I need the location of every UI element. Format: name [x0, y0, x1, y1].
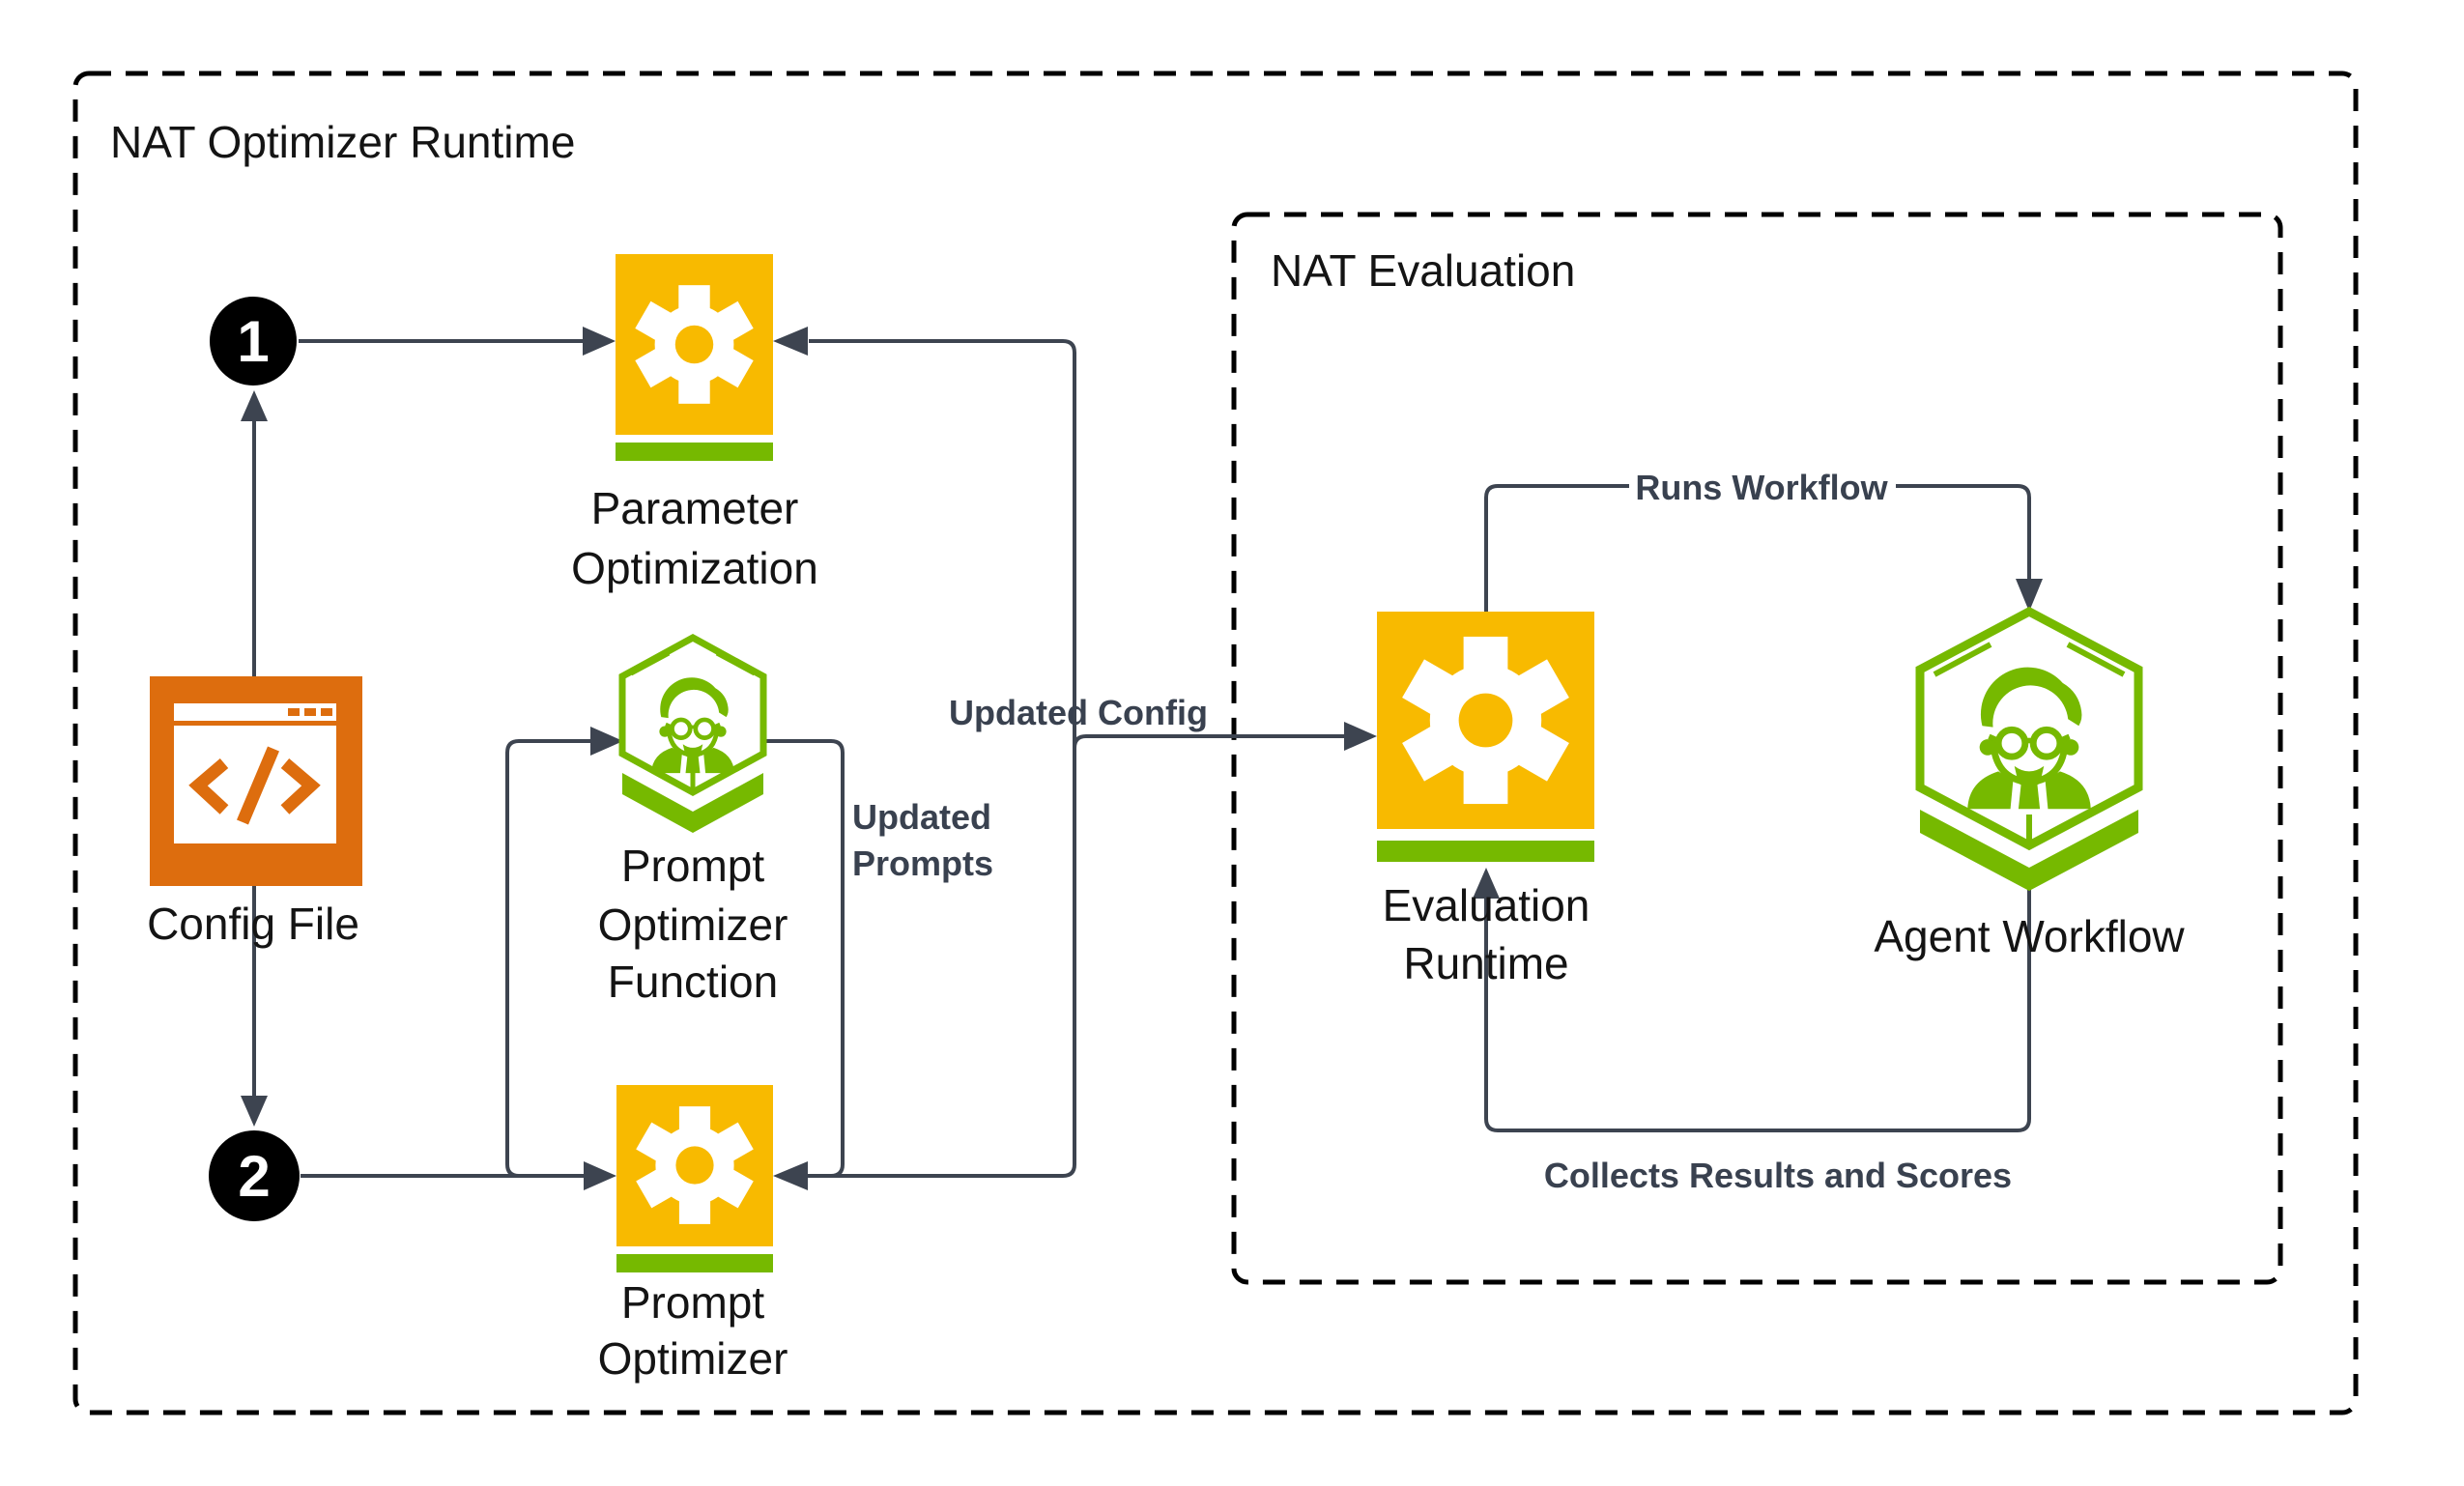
edge-loop-to-optimizer-function [505, 739, 590, 1178]
agent-workflow-node: Agent Workflow [1874, 606, 2185, 961]
gear-icon [616, 1085, 773, 1272]
arrowhead-icon [1344, 722, 1377, 751]
arrowhead-icon [584, 1161, 616, 1190]
arrowhead-icon [773, 1161, 808, 1190]
collects-results-label: Collects Results and Scores [1544, 1156, 2012, 1195]
outer-box-title: NAT Optimizer Runtime [110, 117, 575, 167]
gear-icon [616, 254, 773, 461]
edges [241, 327, 2043, 1190]
edge-updated-config [1073, 734, 1344, 749]
arrowhead-icon [1473, 868, 1500, 899]
step-2-number: 2 [238, 1144, 270, 1209]
evaluation-runtime-label-2: Runtime [1403, 938, 1568, 988]
parameter-optimization-node: Parameter Optimization [571, 254, 818, 593]
prompt-optimizer-function-label-1: Prompt [621, 841, 764, 891]
updated-prompts-label-1: Updated [852, 797, 991, 837]
step-2-badge: 2 [209, 1130, 300, 1221]
updated-config-label: Updated Config [949, 693, 1208, 732]
config-file-label: Config File [147, 899, 359, 949]
parameter-optimization-label-2: Optimization [571, 543, 818, 593]
gear-icon [1377, 612, 1594, 862]
parameter-optimization-label-1: Parameter [591, 483, 799, 533]
runs-workflow-label: Runs Workflow [1635, 468, 1888, 507]
evaluation-runtime-label-1: Evaluation [1383, 880, 1590, 930]
updated-prompts-label-2: Prompts [852, 843, 993, 883]
prompt-optimizer-function-label-3: Function [608, 957, 778, 1007]
code-file-icon [150, 676, 362, 886]
agent-person-icon [1915, 606, 2143, 891]
arrowhead-icon [583, 327, 616, 356]
agent-person-icon [618, 634, 767, 833]
agent-workflow-label: Agent Workflow [1874, 911, 2185, 961]
prompt-optimizer-node: Prompt Optimizer [598, 1085, 788, 1384]
prompt-optimizer-label-2: Optimizer [598, 1333, 788, 1384]
arrowhead-icon [241, 1096, 268, 1127]
nat-optimizer-runtime-box [72, 71, 2359, 1415]
prompt-optimizer-label-1: Prompt [621, 1277, 764, 1328]
inner-box-title: NAT Evaluation [1271, 245, 1575, 296]
step-1-badge: 1 [210, 297, 297, 386]
arrowhead-icon [241, 390, 268, 421]
runs-workflow-label-background [1629, 462, 1896, 508]
step-1-number: 1 [237, 309, 269, 374]
nat-evaluation-box [1231, 212, 2283, 1285]
edge-feedback-spine [808, 339, 1076, 1178]
config-file-node: Config File [147, 676, 362, 949]
evaluation-runtime-node: Evaluation Runtime [1377, 612, 1594, 988]
edge-collects-results [1484, 886, 2031, 1132]
arrowhead-icon [590, 727, 623, 756]
arrowhead-icon [2016, 579, 2043, 612]
prompt-optimizer-function-label-2: Optimizer [598, 900, 788, 950]
arrowhead-icon [773, 327, 808, 356]
prompt-optimizer-function-node: Prompt Optimizer Function [598, 634, 788, 1007]
